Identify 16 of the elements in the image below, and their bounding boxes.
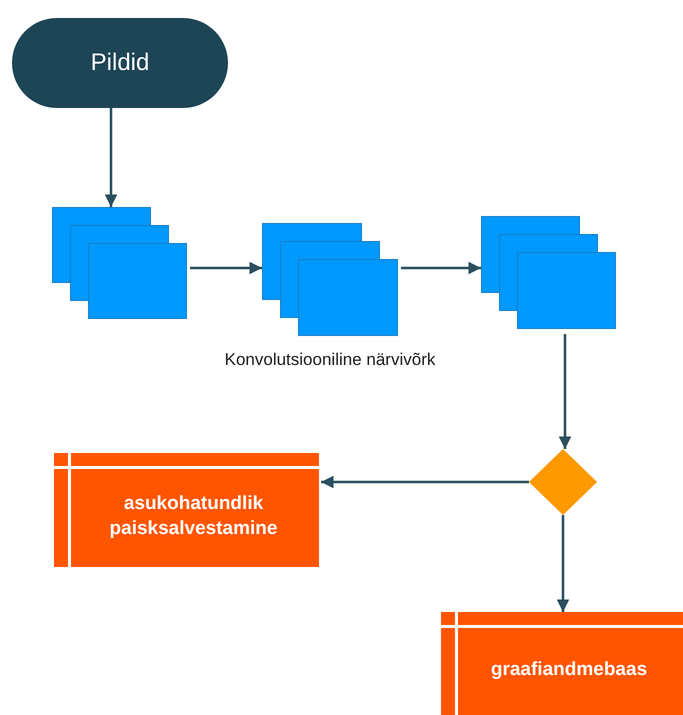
node-label: asukohatundlik paisksalvestamine bbox=[108, 492, 278, 541]
feature-map-stack bbox=[52, 207, 187, 320]
caption-text: Konvolutsiooniline närvivõrk bbox=[224, 350, 436, 370]
node-label: graafiandmebaas bbox=[490, 658, 648, 682]
terminal-label: Pildid bbox=[90, 48, 150, 78]
arrow bbox=[556, 515, 570, 612]
feature-map-stack bbox=[262, 223, 398, 337]
storage-box bbox=[441, 612, 683, 715]
arrow bbox=[401, 262, 481, 274]
arrow bbox=[190, 262, 262, 274]
decision-diamond bbox=[529, 449, 597, 515]
arrow bbox=[321, 476, 529, 488]
feature-map-stack bbox=[481, 216, 616, 330]
arrow bbox=[558, 334, 572, 449]
storage-box bbox=[54, 453, 319, 567]
arrow bbox=[104, 108, 118, 207]
